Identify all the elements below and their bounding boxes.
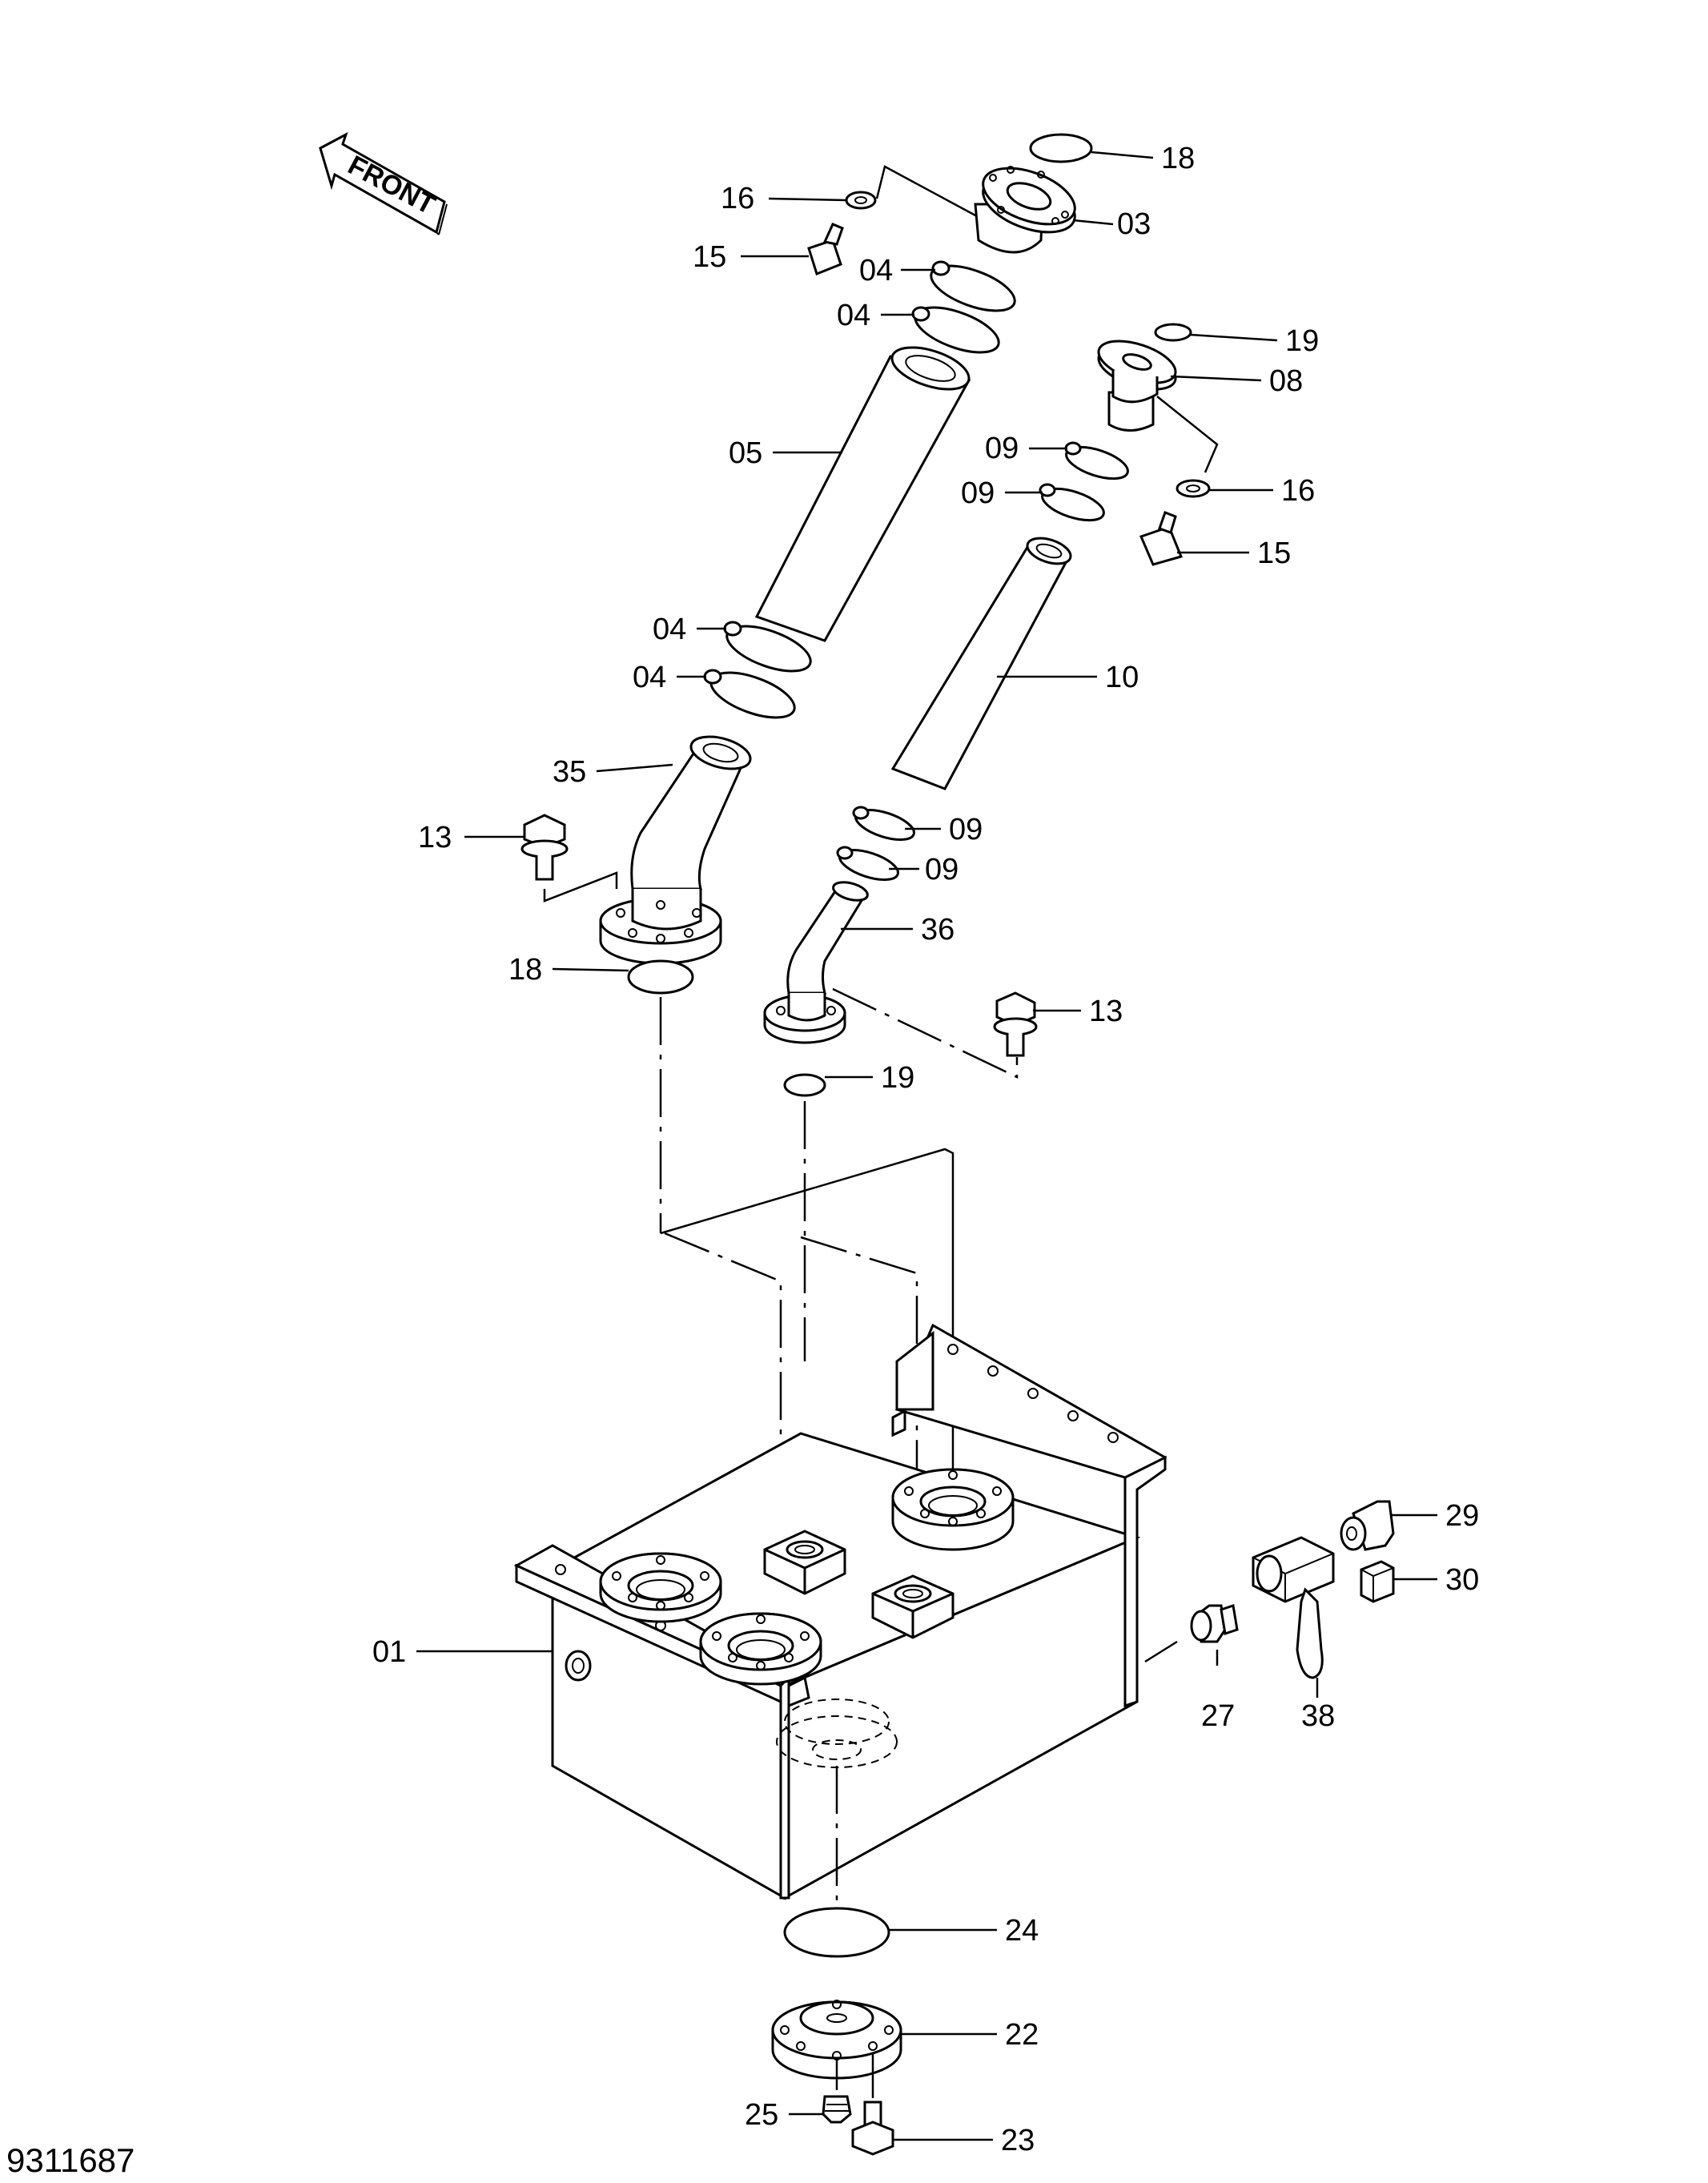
callout-09-d: 09 bbox=[925, 853, 958, 886]
clamp-04-d bbox=[703, 669, 796, 719]
o-ring-18-top bbox=[1029, 133, 1093, 163]
front-arrow-icon: FRONT bbox=[319, 131, 448, 235]
callout-19-lower: 19 bbox=[881, 1061, 914, 1095]
hose-05 bbox=[754, 346, 971, 642]
clamp-09-b bbox=[1039, 483, 1105, 522]
clamp-09-d bbox=[836, 846, 899, 881]
elbow-pipe-35 bbox=[599, 735, 752, 965]
callout-04-b: 04 bbox=[837, 299, 870, 332]
callout-09-b: 09 bbox=[961, 476, 995, 510]
o-ring-24 bbox=[783, 1907, 890, 1958]
callout-23: 23 bbox=[1001, 2124, 1035, 2157]
callout-16-right: 16 bbox=[1281, 474, 1315, 508]
leader-lines bbox=[416, 151, 1437, 2141]
clamp-09-a bbox=[1064, 441, 1129, 480]
callout-03: 03 bbox=[1117, 207, 1151, 241]
callout-15-right: 15 bbox=[1257, 537, 1291, 570]
callout-09-c: 09 bbox=[949, 813, 983, 846]
fitting-15-right bbox=[1139, 511, 1184, 566]
clamp-04-a bbox=[930, 260, 1016, 312]
callout-30: 30 bbox=[1445, 1563, 1479, 1597]
callout-38: 38 bbox=[1301, 1699, 1335, 1733]
callout-25: 25 bbox=[745, 2098, 778, 2132]
callout-16-left: 16 bbox=[721, 182, 754, 215]
callout-05: 05 bbox=[729, 436, 762, 470]
cover-22 bbox=[771, 2000, 902, 2080]
nipple-27 bbox=[1190, 1604, 1239, 1643]
callout-04-d: 04 bbox=[633, 661, 666, 694]
callout-24: 24 bbox=[1005, 1914, 1039, 1948]
clamp-09-c bbox=[852, 806, 915, 841]
hose-10 bbox=[890, 537, 1072, 790]
callout-09-a: 09 bbox=[985, 432, 1019, 465]
plug-30 bbox=[1360, 1560, 1395, 1603]
bolt-23 bbox=[851, 2101, 894, 2156]
o-ring-19-lower bbox=[783, 1073, 826, 1097]
hydraulic-tank-01 bbox=[513, 1148, 1167, 1914]
bolt-13-left bbox=[520, 814, 569, 881]
callout-18-top: 18 bbox=[1161, 142, 1195, 175]
callout-18-lower: 18 bbox=[508, 953, 542, 987]
callout-13-left: 13 bbox=[418, 821, 452, 854]
callout-01: 01 bbox=[372, 1635, 406, 1669]
callout-04-a: 04 bbox=[859, 254, 893, 287]
flange-08 bbox=[1097, 340, 1177, 432]
elbow-fitting-29 bbox=[1340, 1500, 1395, 1551]
callout-29: 29 bbox=[1445, 1499, 1479, 1533]
callout-04-c: 04 bbox=[653, 613, 686, 646]
callout-36: 36 bbox=[921, 913, 954, 947]
callout-22: 22 bbox=[1005, 2018, 1039, 2052]
washer-16-right bbox=[1176, 479, 1211, 498]
bolt-13-right bbox=[993, 991, 1038, 1057]
o-ring-19-top bbox=[1154, 323, 1192, 342]
fitting-15-left bbox=[807, 223, 844, 275]
flange-03 bbox=[974, 166, 1076, 254]
washer-16-left bbox=[845, 191, 877, 210]
callout-35: 35 bbox=[553, 755, 586, 789]
clamp-04-b bbox=[911, 306, 1000, 354]
callout-13-right: 13 bbox=[1089, 995, 1123, 1028]
callout-labels: 18 16 03 15 04 04 19 08 05 09 16 09 15 0… bbox=[372, 142, 1479, 2157]
callout-10: 10 bbox=[1105, 661, 1139, 694]
ball-valve-38 bbox=[1252, 1536, 1335, 1679]
callout-19-top: 19 bbox=[1285, 324, 1319, 358]
elbow-pipe-36 bbox=[763, 881, 869, 1044]
callout-15-left: 15 bbox=[693, 240, 726, 274]
callout-08: 08 bbox=[1269, 364, 1303, 398]
document-number: 9311687 bbox=[6, 2141, 135, 2179]
callout-27: 27 bbox=[1201, 1699, 1235, 1733]
o-ring-18-lower bbox=[627, 959, 694, 995]
clamp-04-c bbox=[723, 621, 812, 673]
plug-25 bbox=[822, 2095, 852, 2124]
